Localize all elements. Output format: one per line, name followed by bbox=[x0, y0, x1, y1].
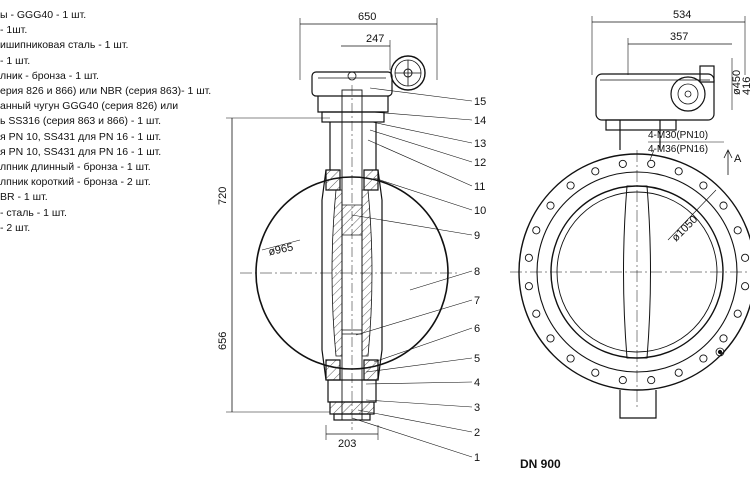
callout-3: 3 bbox=[474, 402, 480, 414]
bolt-hole bbox=[699, 181, 708, 190]
callout-1: 1 bbox=[474, 452, 480, 464]
bolt-hole bbox=[546, 334, 555, 343]
dim-bolt-circle: ø1050 bbox=[670, 214, 701, 245]
callout-13: 13 bbox=[474, 138, 486, 150]
bolt-hole bbox=[591, 368, 600, 377]
bolt-hole bbox=[741, 282, 750, 291]
callout-5: 5 bbox=[474, 353, 480, 365]
dim-656: 656 bbox=[217, 332, 229, 350]
bolt-hole bbox=[566, 354, 575, 363]
dim-203: 203 bbox=[338, 438, 356, 450]
parts-list-item: я PN 10, SS431 для PN 16 - 1 шт. bbox=[0, 145, 162, 158]
parts-list-item: ерия 826 и 866) или NBR (серия 863)- 1 ш… bbox=[0, 85, 212, 97]
bolt-hole bbox=[532, 309, 541, 318]
bolt-hole bbox=[674, 368, 683, 377]
front-dim-450: ø450 bbox=[731, 70, 743, 95]
callout-2: 2 bbox=[474, 427, 480, 439]
bolt-hole bbox=[618, 159, 627, 168]
bolt-hole bbox=[524, 282, 533, 291]
parts-list-item: - сталь - 1 шт. bbox=[0, 206, 67, 219]
callout-10: 10 bbox=[474, 205, 486, 217]
callout-7: 7 bbox=[474, 295, 480, 307]
bolt-hole bbox=[674, 167, 683, 176]
bolt-hole bbox=[733, 226, 742, 235]
front-dim-416: 416 bbox=[741, 77, 750, 95]
bolt-hole bbox=[719, 201, 728, 210]
callout-11: 11 bbox=[474, 181, 485, 193]
parts-list-item: анный чугун GGG40 (серия 826) или bbox=[0, 100, 179, 113]
parts-list-item: лпник короткий - бронза - 2 шт. bbox=[0, 176, 151, 189]
dim-650: 650 bbox=[358, 11, 376, 23]
section-mark-a: A bbox=[734, 153, 742, 165]
side-view: 650 247 bbox=[217, 11, 473, 458]
parts-list-item: лпник длинный - бронза - 1 шт. bbox=[0, 161, 151, 173]
front-dim-357: 357 bbox=[670, 31, 688, 43]
bolt-hole bbox=[699, 354, 708, 363]
front-view: 534 357 ø450 416 4-M3 bbox=[510, 9, 750, 471]
bolt-hole bbox=[647, 159, 656, 168]
dim-disc-diameter: ø965 bbox=[267, 241, 294, 258]
front-dim-534: 534 bbox=[673, 9, 691, 21]
dim-720: 720 bbox=[217, 187, 229, 205]
parts-list-item: лник - бронза - 1 шт. bbox=[0, 69, 99, 82]
parts-list-item: ь SS316 (серия 863 и 866) - 1 шт. bbox=[0, 115, 162, 128]
drawing-caption: DN 900 bbox=[520, 457, 561, 471]
callout-8: 8 bbox=[474, 266, 480, 278]
bolt-hole bbox=[647, 376, 656, 385]
bolt-hole bbox=[591, 167, 600, 176]
callout-numbers: 15 14 13 12 11 10 9 8 7 6 5 4 3 2 1 bbox=[474, 96, 486, 464]
bolt-hole bbox=[719, 334, 728, 343]
parts-list-item: - 1шт. bbox=[0, 24, 28, 37]
bolt-hole bbox=[741, 253, 750, 262]
parts-list-item: - 2 шт. bbox=[0, 221, 31, 234]
parts-list-item: - 1 шт. bbox=[0, 54, 31, 67]
callout-15: 15 bbox=[474, 96, 486, 108]
parts-list-item: ишипниковая сталь - 1 шт. bbox=[0, 39, 129, 52]
dim-247: 247 bbox=[366, 33, 384, 45]
bolt-hole bbox=[733, 309, 742, 318]
callout-9: 9 bbox=[474, 230, 480, 242]
bolt-hole bbox=[546, 201, 555, 210]
bolt-hole bbox=[524, 253, 533, 262]
bolt-pn10: 4-M30(PN10) bbox=[648, 130, 708, 141]
callout-4: 4 bbox=[474, 377, 480, 389]
bolt-hole bbox=[566, 181, 575, 190]
callout-12: 12 bbox=[474, 157, 486, 169]
parts-list-item: ы - GGG40 - 1 шт. bbox=[0, 9, 87, 21]
callout-14: 14 bbox=[474, 115, 486, 127]
bolt-hole bbox=[532, 226, 541, 235]
bolt-hole bbox=[618, 376, 627, 385]
parts-list-item: BR - 1 шт. bbox=[0, 191, 48, 204]
bolt-pn16: 4-M36(PN16) bbox=[648, 144, 708, 155]
parts-list-item: я PN 10, SS431 для PN 16 - 1 шт. bbox=[0, 130, 162, 143]
callout-6: 6 bbox=[474, 323, 480, 335]
